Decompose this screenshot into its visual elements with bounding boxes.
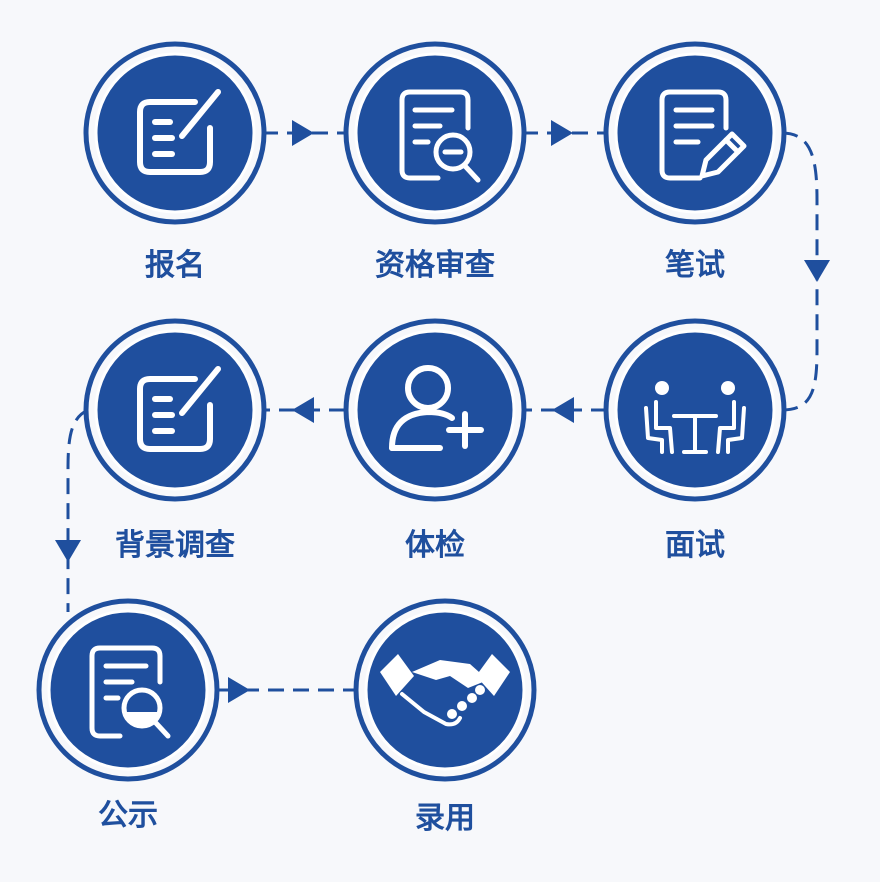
step-label: 面试 — [665, 528, 725, 563]
arrowheads — [55, 120, 830, 703]
step-disc — [354, 52, 516, 214]
step-label: 录用 — [415, 801, 475, 836]
step-bishi: 笔试 — [603, 41, 787, 283]
step-disc — [94, 52, 256, 214]
interview-icon — [644, 381, 746, 454]
arrow-right-2 — [551, 120, 573, 146]
step-ring — [36, 598, 220, 782]
step-tijian: 体检 — [343, 318, 527, 563]
step-mianshi: 面试 — [603, 318, 787, 563]
form-pen-icon — [137, 366, 221, 452]
arrow-down-2 — [55, 540, 81, 562]
document-pencil-icon — [659, 89, 747, 181]
step-disc — [47, 609, 209, 771]
step-baoming: 报名 — [83, 41, 267, 283]
step-ring — [83, 318, 267, 502]
step-ring — [603, 41, 787, 225]
step-disc — [614, 52, 776, 214]
handshake-icon — [380, 654, 510, 727]
step-ring — [603, 318, 787, 502]
step-label: 报名 — [145, 248, 205, 283]
step-label: 体检 — [405, 528, 465, 563]
step-disc — [94, 329, 256, 491]
document-search-icon — [399, 89, 481, 183]
step-zigeshencha: 资格审查 — [343, 41, 527, 283]
arrow-left-2 — [292, 397, 314, 423]
step-beijingdiaocha: 背景调查 — [83, 318, 267, 563]
step-ring — [353, 598, 537, 782]
step-label: 公示 — [98, 798, 158, 833]
arrow-right-1 — [292, 120, 314, 146]
step-luyong: 录用 — [353, 598, 537, 836]
form-pen-icon — [137, 89, 221, 175]
arrow-left-1 — [552, 397, 574, 423]
connector-beijingdiaocha-gongshi — [66, 408, 89, 612]
step-disc — [614, 329, 776, 491]
document-magnifier-icon — [89, 645, 171, 739]
step-label: 背景调查 — [115, 528, 235, 563]
step-ring — [83, 41, 267, 225]
step-disc — [364, 609, 526, 771]
step-ring — [343, 318, 527, 502]
step-label: 笔试 — [665, 248, 725, 283]
step-ring — [343, 41, 527, 225]
arrow-right-3 — [228, 677, 250, 703]
user-add-icon — [389, 365, 484, 451]
step-gongshi: 公示 — [36, 598, 220, 833]
step-label: 资格审查 — [375, 248, 495, 283]
arrow-down-1 — [804, 260, 830, 282]
